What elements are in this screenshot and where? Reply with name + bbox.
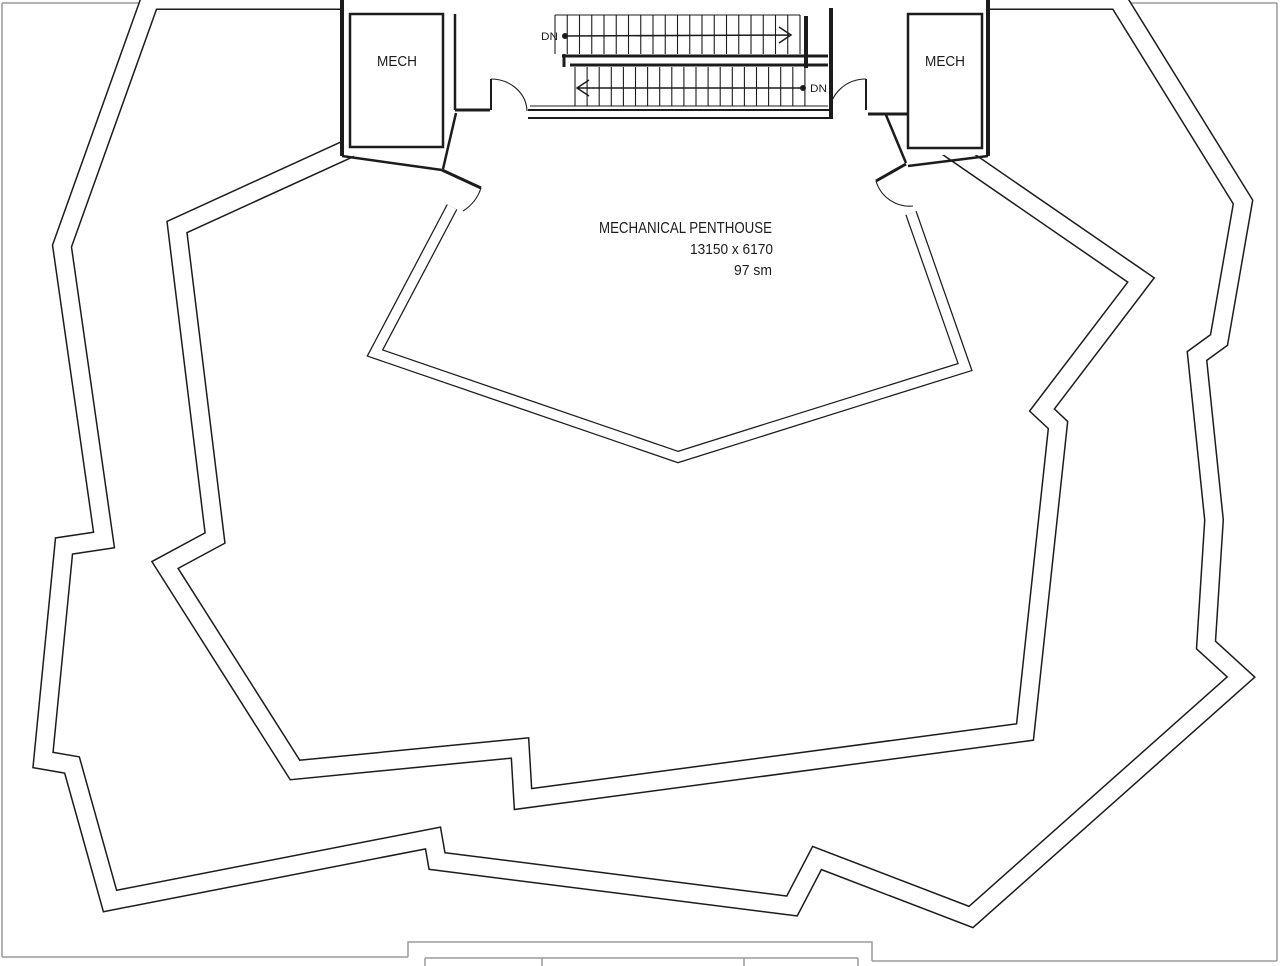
stair-lower-flight-treads: [574, 67, 806, 106]
penthouse-title: MECHANICAL PENTHOUSE: [599, 220, 772, 237]
core-walls: [340, 0, 990, 172]
mech-room-right: MECH: [906, 12, 984, 150]
roof-parapet-inner-outline: [150, 136, 1156, 811]
door-left-swing-lower: [462, 187, 482, 212]
stair-dn-label-lower: DN: [810, 83, 827, 95]
mech-room-left: MECH: [348, 12, 445, 149]
mech-room-right-label: MECH: [925, 53, 965, 70]
stair-upper-flight-treads: [554, 15, 801, 54]
door-left-leaf-lower: [441, 168, 482, 190]
title-block: [407, 941, 873, 966]
penthouse-room-outline: [366, 204, 973, 464]
door-right-swing-upper: [829, 78, 867, 113]
stair-dn-arrow-lower: DN: [575, 79, 827, 97]
stair-dn-label-upper: DN: [541, 31, 558, 43]
door-left-pair: [441, 78, 528, 212]
roof-parapet-outer-outline: [32, 0, 1256, 929]
penthouse-dimensions: 13150 x 6170: [690, 241, 773, 258]
staircase: DN DN: [530, 14, 828, 107]
door-right-leaf-lower: [875, 162, 907, 183]
penthouse-area: 97 sm: [734, 262, 772, 279]
door-left-swing-upper: [490, 78, 528, 112]
door-right-swing-lower: [875, 180, 914, 207]
door-right-pair: [829, 78, 914, 207]
stair-dn-arrow-upper: DN: [541, 26, 793, 44]
penthouse-label-block: MECHANICAL PENTHOUSE 13150 x 6170 97 sm: [599, 220, 773, 279]
mech-room-left-label: MECH: [377, 53, 417, 70]
